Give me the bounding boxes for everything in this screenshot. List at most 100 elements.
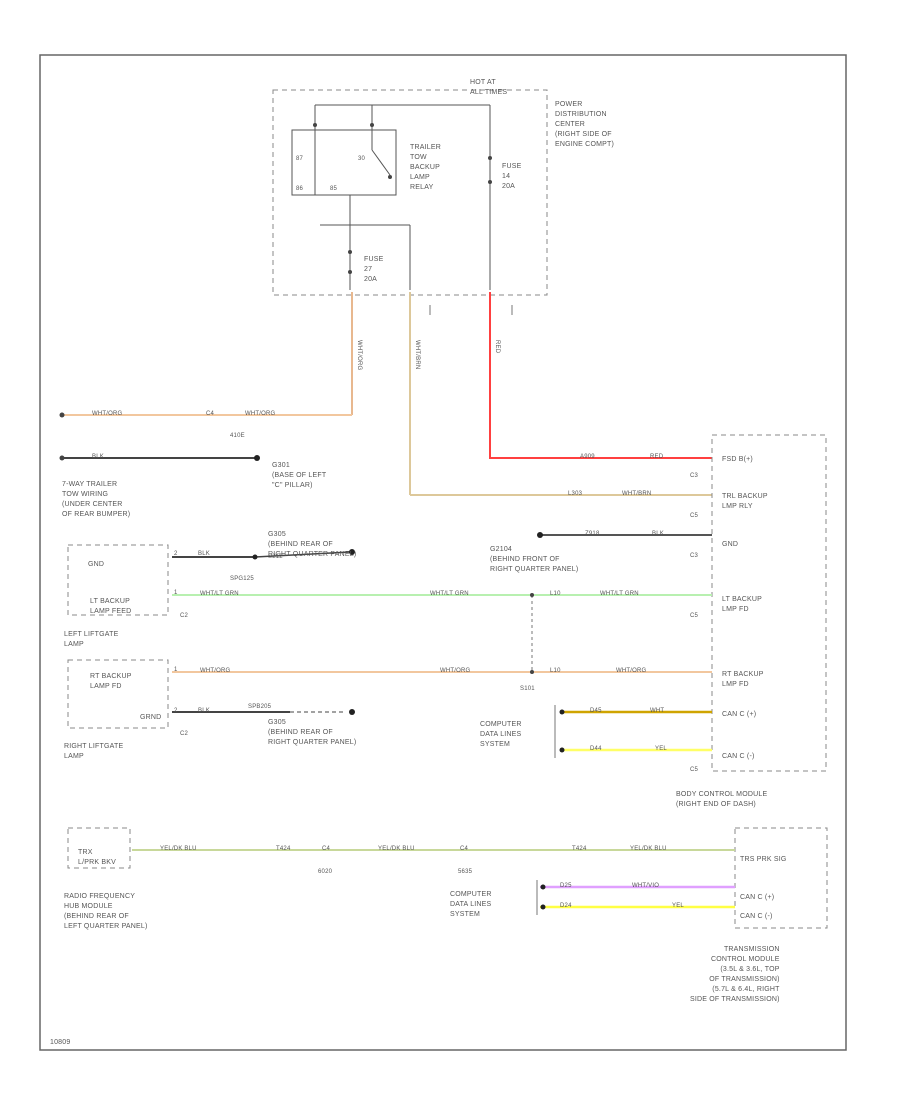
- right-lamp-pin-2: 2: [174, 708, 178, 714]
- left-lamp-conn: C2: [180, 613, 189, 619]
- rf-conn-2: C4: [460, 846, 469, 852]
- bcm-pin-can-plus: CAN C (+): [722, 711, 757, 718]
- wire-label-rt-mid: WHT/ORG: [440, 668, 471, 674]
- wire-label-rt-left: WHT/ORG: [200, 668, 231, 674]
- pdc-hot-label: HOT AT ALL TIMES: [470, 79, 508, 96]
- right-lamp-name: RIGHT LIFTGATE LAMP: [64, 743, 124, 760]
- pdc-connectors: [429, 305, 513, 315]
- rf-code-1: T424: [276, 846, 291, 852]
- wire-left-lamp-ground-2: [254, 551, 351, 558]
- wire-label-trlr-1: WHT/ORG: [92, 411, 123, 417]
- pdc-dots: [313, 123, 492, 274]
- left-ground-node: S212: [268, 554, 283, 560]
- wire-label-lt-mid: WHT/LT GRN: [430, 591, 469, 597]
- bcm-can-minus-color: YEL: [655, 746, 667, 752]
- rf-conn-label-1: 6020: [318, 869, 333, 875]
- bcm-rt-code: L10: [550, 668, 561, 674]
- bcm-pin-fsd: FSD B(+): [722, 456, 753, 463]
- left-lamp-backup-pin: LT BACKUP LAMP FEED: [90, 598, 132, 615]
- relay-pin-86: 86: [296, 186, 304, 192]
- bcm-pin-rt-backup: RT BACKUP LMP FD: [722, 671, 764, 688]
- splice-dot-rt: [530, 670, 534, 674]
- tcm-can-minus-terminal: [540, 904, 546, 910]
- wire-label-lt-left: WHT/LT GRN: [200, 591, 239, 597]
- bcm-conn-4: C5: [690, 613, 699, 619]
- bcm-rt-color: WHT/ORG: [616, 668, 647, 674]
- bcm-pin-trl-backup: TRL BACKUP LMP RLY: [722, 493, 768, 510]
- right-lamp-box: [67, 659, 169, 729]
- left-lamp-box: [67, 544, 169, 616]
- bcm-conn-1: C3: [690, 473, 699, 479]
- rf-conn-1: C4: [322, 846, 331, 852]
- bcm-pin-lt-backup: LT BACKUP LMP FD: [722, 596, 763, 613]
- ground-g2104-symbol: [537, 532, 543, 538]
- bcm-pin-can-minus: CAN C (-): [722, 753, 755, 760]
- rf-code-2: T424: [572, 846, 587, 852]
- wire-label-red: RED: [494, 340, 500, 354]
- right-lamp-gnd-pin: GRND: [140, 714, 162, 721]
- bcm-can-plus-terminal: [559, 709, 565, 715]
- bcm-box: [711, 434, 827, 772]
- ground-g305-right-symbol: [349, 709, 355, 715]
- bcm-conn-2: C5: [690, 513, 699, 519]
- bcm-red-code: A909: [580, 454, 595, 460]
- tcm-pin-can-plus: CAN C (+): [740, 894, 775, 901]
- tcm-can-plus-color: WHT/VIO: [632, 883, 660, 889]
- bcm-can-plus-color: WHT: [650, 708, 665, 714]
- right-lamp-backup-pin: RT BACKUP LAMP FD: [90, 673, 132, 690]
- splice-s101-label: S101: [520, 686, 535, 692]
- tcm-name: TRANSMISSION CONTROL MODULE (3.5L & 3.6L…: [690, 946, 780, 1003]
- rf-hub-name: RADIO FREQUENCY HUB MODULE (BEHIND REAR …: [64, 893, 148, 930]
- trailer-terminal: [59, 412, 65, 418]
- left-ground-splice: SPG125: [230, 576, 254, 582]
- comp-data-lines-1: COMPUTER DATA LINES SYSTEM: [480, 721, 522, 748]
- bcm-tan-color: WHT/BRN: [622, 491, 652, 497]
- right-lamp-conn: C2: [180, 731, 189, 737]
- left-lamp-gnd-wire: BLK: [198, 551, 210, 557]
- wire-label-wht-org: WHT/ORG: [356, 340, 362, 371]
- rf-wire-1: YEL/DK BLU: [160, 846, 197, 852]
- rf-conn-label-2: 5635: [458, 869, 473, 875]
- fuse-27-label: FUSE 27 20A: [364, 256, 384, 283]
- bcm-gnd-code: Z918: [585, 531, 600, 537]
- tcm-can-plus-code: D25: [560, 883, 572, 889]
- rf-wire-3: YEL/DK BLU: [630, 846, 667, 852]
- bcm-red-color: RED: [650, 454, 664, 460]
- wire-red: [489, 292, 712, 459]
- tcm-can-minus-color: YEL: [672, 903, 684, 909]
- relay-name: TRAILER TOW BACKUP LAMP RELAY: [410, 144, 441, 191]
- tcm-pin-trs: TRS PRK SIG: [740, 856, 787, 863]
- rf-hub-pin: TRX L/PRK BKV: [78, 849, 116, 866]
- bcm-can-plus-code: D45: [590, 708, 602, 714]
- ground-g301-label: G301 (BASE OF LEFT "C" PILLAR): [272, 462, 327, 489]
- bcm-tan-code: L303: [568, 491, 583, 497]
- trailer-connector-label: 7-WAY TRAILER TOW WIRING (UNDER CENTER O…: [62, 481, 131, 518]
- ground-terminal-left: [59, 455, 65, 461]
- rf-wire-2: YEL/DK BLU: [378, 846, 415, 852]
- left-lamp-pin-1: 1: [174, 590, 178, 596]
- ground-g305-left-label: G305 (BEHIND REAR OF RIGHT QUARTER PANEL…: [268, 531, 357, 558]
- pdc-internal-lines: [314, 104, 491, 290]
- bcm-gnd-color: BLK: [652, 531, 664, 537]
- left-lamp-pin-2: 2: [174, 551, 178, 557]
- bcm-lt-color: WHT/LT GRN: [600, 591, 639, 597]
- ground-g2104-label: G2104 (BEHIND FRONT OF RIGHT QUARTER PAN…: [490, 546, 579, 573]
- bcm-can-minus-code: D44: [590, 746, 602, 752]
- splice-dot-lt: [530, 593, 534, 597]
- splice-s212: [252, 554, 258, 560]
- bcm-can-minus-terminal: [559, 747, 565, 753]
- rf-hub-box: [67, 827, 131, 869]
- relay-pin-87: 87: [296, 156, 304, 162]
- right-lamp-gnd-wire: BLK: [198, 708, 210, 714]
- bcm-lt-code: L10: [550, 591, 561, 597]
- wire-label-wht-brn: WHT/BRN: [414, 340, 420, 370]
- left-lamp-name: LEFT LIFTGATE LAMP: [64, 631, 119, 648]
- ground-g305-left-symbol: [349, 549, 355, 555]
- ground-g301-symbol: [254, 455, 260, 461]
- wire-label-ground-blk: BLK: [92, 454, 104, 460]
- wire-label-trlr-2: WHT/ORG: [245, 411, 276, 417]
- relay-pin-30: 30: [358, 156, 366, 162]
- tcm-box: [734, 827, 828, 929]
- ground-g305-right-label: G305 (BEHIND REAR OF RIGHT QUARTER PANEL…: [268, 719, 357, 746]
